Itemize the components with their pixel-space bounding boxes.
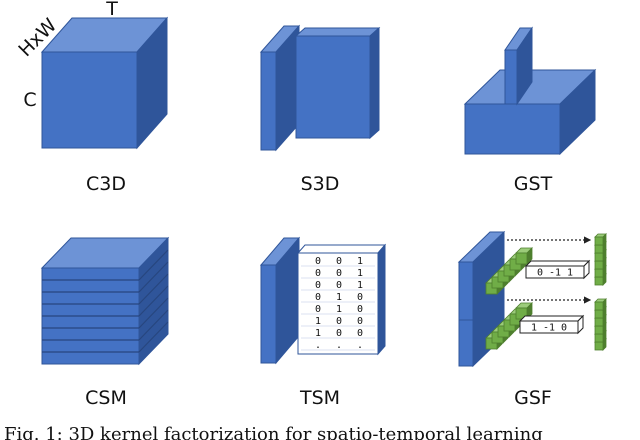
green-cube-front (594, 276, 604, 286)
tsm-cell: 0 (336, 316, 342, 327)
gsf-slab-front-lower (458, 319, 474, 367)
tsm-cell: 1 (357, 268, 363, 279)
gsf-output-column-top (594, 233, 607, 286)
tsm-cell: 0 (315, 268, 321, 279)
green-cube-front (497, 270, 510, 283)
figure-caption: Fig. 1: 3D kernel factorization for spat… (4, 424, 543, 440)
gsf-output-column-bottom (594, 298, 607, 351)
gst-diagram: GST (463, 26, 597, 195)
green-cube-front (594, 309, 604, 319)
gsf-vector-bottom-box (519, 320, 579, 334)
c3d-diagram: T HxW C C3D (14, 0, 169, 195)
green-cube-front (509, 258, 522, 271)
gst-base-front (464, 103, 561, 155)
panel-label-s3d: S3D (301, 173, 340, 195)
green-cube-front (491, 331, 504, 344)
gsf-vector-top: 0 -1 1 (537, 268, 573, 279)
csm-channel-stripes (42, 249, 169, 353)
green-cube-front (485, 282, 498, 295)
tsm-cell: 1 (357, 256, 363, 267)
green-cube-front (515, 252, 528, 265)
tsm-cell: 0 (315, 280, 321, 291)
panel-label-gst: GST (514, 173, 553, 195)
axis-label-t: T (105, 0, 118, 20)
green-cube-front (503, 319, 516, 332)
s3d-temporal-side (369, 26, 380, 140)
green-cube-front (497, 325, 510, 338)
green-cube-front (594, 236, 604, 246)
green-cube-front (594, 260, 604, 270)
green-cube-front (594, 317, 604, 327)
green-cube-front (491, 276, 504, 289)
green-cube-front (594, 301, 604, 311)
tsm-matrix-top (296, 244, 387, 254)
tsm-cell: 1 (315, 328, 321, 339)
gsf-vector-top-depth (524, 260, 591, 267)
tsm-cell: . (336, 340, 342, 351)
gsf-green-chain-top (485, 247, 533, 295)
tsm-cell: 1 (357, 280, 363, 291)
gsf-vector-bottom-depth (518, 315, 585, 322)
csm-diagram: CSM (40, 236, 170, 409)
tsm-matrix-side (377, 243, 386, 356)
axis-label-c: C (23, 89, 36, 111)
s3d-temporal-front (295, 35, 371, 139)
tsm-cell: 1 (336, 292, 342, 303)
gsf-vector-top-box (525, 265, 585, 279)
tsm-matrix-front (297, 252, 379, 355)
c3d-cube-front (41, 51, 138, 149)
tsm-cell: 0 (336, 280, 342, 291)
tsm-cell: 0 (357, 292, 363, 303)
tsm-cell: 0 (336, 268, 342, 279)
green-cube-front (594, 333, 604, 343)
gsf-diagram: 0 -1 1 1 -1 0 GSF (457, 230, 607, 409)
tsm-cell: 0 (315, 256, 321, 267)
gsf-green-chain-bottom (485, 302, 533, 350)
tsm-cell: 0 (336, 328, 342, 339)
tsm-cell: 0 (357, 316, 363, 327)
green-cube-front (594, 244, 604, 254)
green-cube-front (503, 264, 516, 277)
green-cube-front (594, 325, 604, 335)
tsm-cell: 1 (315, 316, 321, 327)
green-cube-front (594, 268, 604, 278)
gsf-vector-bottom: 1 -1 0 (531, 323, 567, 334)
tsm-cell: 0 (315, 292, 321, 303)
tsm-cell: 0 (357, 328, 363, 339)
green-cube-front (594, 252, 604, 262)
panel-label-gsf: GSF (514, 387, 552, 409)
green-cube-front (594, 341, 604, 351)
tsm-cell: 0 (336, 256, 342, 267)
panel-label-tsm: TSM (299, 387, 340, 409)
tsm-slab-front (260, 264, 277, 364)
tsm-cell: 0 (357, 304, 363, 315)
panel-label-c3d: C3D (86, 173, 126, 195)
gsf-slab-front-upper (458, 261, 474, 321)
green-cube-front (485, 337, 498, 350)
tsm-cell: . (315, 340, 321, 351)
tsm-cell: 0 (315, 304, 321, 315)
s3d-spatial-front (260, 51, 277, 151)
tsm-cell: 1 (336, 304, 342, 315)
tsm-cell: . (357, 340, 363, 351)
panel-label-csm: CSM (85, 387, 127, 409)
gst-column-front (504, 49, 518, 105)
s3d-temporal-top (294, 27, 381, 37)
s3d-diagram: S3D (259, 24, 381, 195)
